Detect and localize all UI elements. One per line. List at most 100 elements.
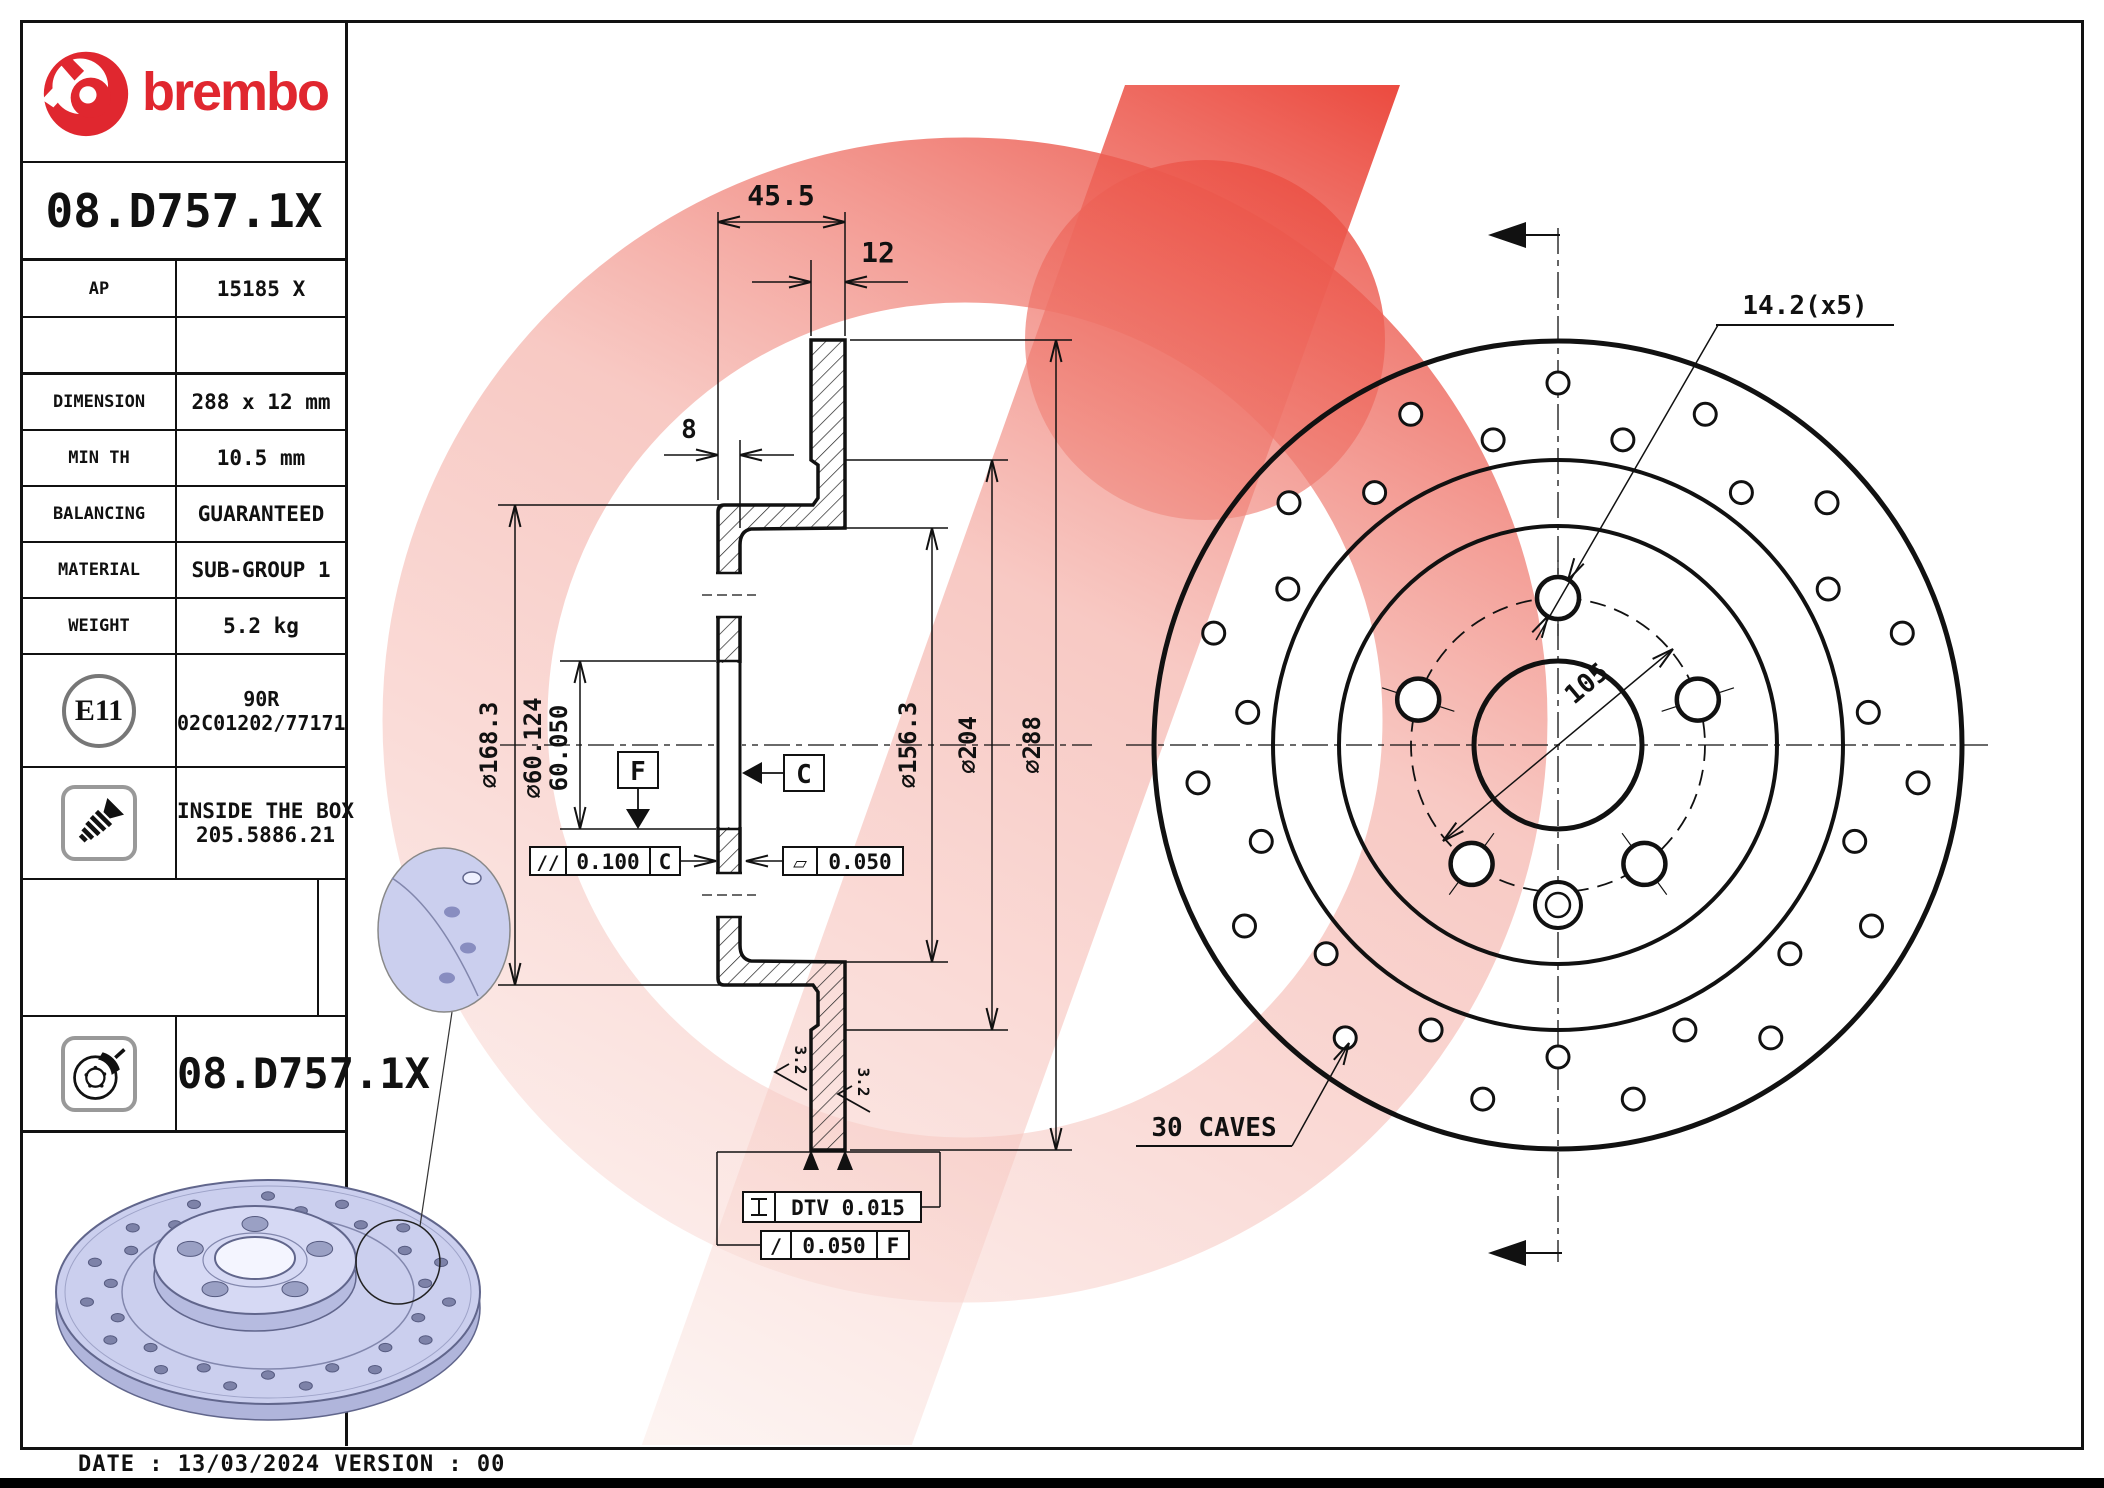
part-number-row: 08.D757.1X (23, 163, 345, 261)
parallelism-datum: C (659, 850, 672, 874)
dimension-arrows (508, 215, 1674, 1266)
box-content-line2: 205.5886.21 (195, 823, 336, 847)
drilled-hole (1398, 401, 1424, 427)
drilled-hole (1545, 370, 1571, 396)
drilled-hole (1313, 941, 1339, 967)
disc-3d-hole (353, 1220, 368, 1230)
dim-arrow (1652, 648, 1674, 668)
table-bottom-space (23, 1133, 345, 1446)
bolt-hole (1394, 676, 1442, 723)
disc-3d-hole (397, 1245, 412, 1256)
dia-band-inner: ⌀204 (954, 716, 982, 774)
drilled-hole (1814, 490, 1840, 516)
box-content-line1: INSIDE THE BOX (177, 799, 355, 823)
hole-centermark (1381, 687, 1455, 712)
disc-3d-hole (378, 1342, 393, 1353)
part-number: 08.D757.1X (45, 183, 323, 238)
parallelism-symbol: // (537, 852, 560, 874)
table-row-ap: AP 15185 X (23, 261, 345, 318)
surface-finish-mark: 3.2 (836, 1068, 873, 1113)
row-value: GUARANTEED (175, 487, 345, 541)
dim-arrow (1567, 557, 1585, 581)
dim-disc-thickness: 12 (861, 236, 895, 269)
drilled-hole (1332, 1025, 1358, 1051)
bottom-bar (0, 1478, 2104, 1488)
dim-arrow (745, 854, 769, 868)
filled-arrow (1488, 1240, 1526, 1266)
filled-arrow (803, 1150, 819, 1170)
table-row-empty2 (23, 880, 345, 1017)
bolt-hole (1674, 676, 1722, 723)
disc-3d-hole (411, 1312, 426, 1323)
row-value: 15185 X (175, 261, 345, 316)
homologation-badge-cell: E11 (23, 655, 175, 766)
row-label: MATERIAL (58, 560, 140, 580)
dia-bore-2: 60.050 (545, 705, 573, 792)
flatness-value: 0.050 (828, 850, 891, 874)
title-block: brembo 08.D757.1X AP 15185 X DIMENSION 2… (23, 23, 430, 1446)
dim-arrow (925, 527, 939, 551)
flatness-symbol: ▱ (793, 853, 807, 874)
dia-outer: ⌀288 (1018, 716, 1046, 774)
drilled-hole (1610, 427, 1636, 453)
filled-arrow (626, 809, 650, 829)
row-label: DIMENSION (52, 392, 146, 412)
drilled-hole (1480, 427, 1506, 453)
hole-centermark (1621, 832, 1668, 896)
runout-value: 0.050 (802, 1234, 865, 1258)
extension-lines (498, 212, 1072, 1151)
brand-wordmark: brembo (141, 62, 330, 122)
dim-arrow (1531, 615, 1549, 639)
drilled-hole (1815, 576, 1841, 602)
dim-arrow (844, 275, 868, 289)
drilled-hole (1692, 401, 1718, 427)
brand-row: brembo (23, 23, 345, 163)
table-row-box-content: INSIDE THE BOX 205.5886.21 (23, 768, 354, 880)
dim-arrow (508, 962, 522, 986)
drilled-hole (1777, 941, 1803, 967)
pin-hole-inner (1544, 891, 1572, 919)
disc-3d-hole (418, 1278, 433, 1289)
row-value: 90R 02C01202/77171 (175, 655, 346, 766)
parallelism-value: 0.100 (576, 850, 639, 874)
pcd-label: 105 (1559, 657, 1614, 710)
row-value: 5.2 kg (175, 599, 345, 653)
drilled-hole (1235, 699, 1261, 725)
drilled-hole (1275, 576, 1301, 602)
drilled-hole (1842, 828, 1868, 854)
row-label: AP (88, 278, 110, 299)
detail-blowup (377, 847, 511, 1013)
runout-symbol: ∕ (770, 1234, 782, 1258)
disc-3d-hole (434, 1257, 449, 1268)
drilled-hole (1276, 490, 1302, 516)
brake-disc-icon (73, 1047, 126, 1100)
date-version-line: DATE : 13/03/2024 VERSION : 00 (78, 1452, 506, 1477)
table-row-balancing: BALANCING GUARANTEED (23, 487, 345, 543)
datum-c-label: C (796, 760, 812, 790)
dtv-symbol-icon (751, 1198, 767, 1216)
row-value: 08.D757.1X (175, 1017, 430, 1130)
drilled-hole (1201, 620, 1227, 646)
filled-arrow (742, 762, 762, 784)
dimension-lines (514, 221, 1057, 1150)
table-divider (317, 880, 319, 1015)
bolt-hole (1534, 574, 1582, 622)
disc-icon-cell (23, 1017, 175, 1130)
row-label: BALANCING (52, 504, 146, 524)
dia-bore-1: ⌀60.124 (519, 697, 547, 798)
dim-arrow (1442, 822, 1464, 842)
front-view: 14.2(x5) 105 30 CAVES (1126, 228, 1992, 1262)
table-row-dimension: DIMENSION 288 x 12 mm (23, 375, 345, 431)
row-label (23, 318, 175, 372)
dim-arrow (693, 854, 717, 868)
dim-arrow (573, 806, 587, 830)
drilled-hole (1855, 699, 1881, 725)
dia-bell: ⌀168.3 (475, 702, 503, 789)
drilled-hole (1758, 1025, 1784, 1051)
drilled-hole (1620, 1086, 1646, 1112)
dim-arrow (985, 1007, 999, 1031)
drilled-hole (1418, 1017, 1444, 1043)
disc-3d-hole (367, 1364, 382, 1375)
drilled-hole (1728, 480, 1754, 506)
